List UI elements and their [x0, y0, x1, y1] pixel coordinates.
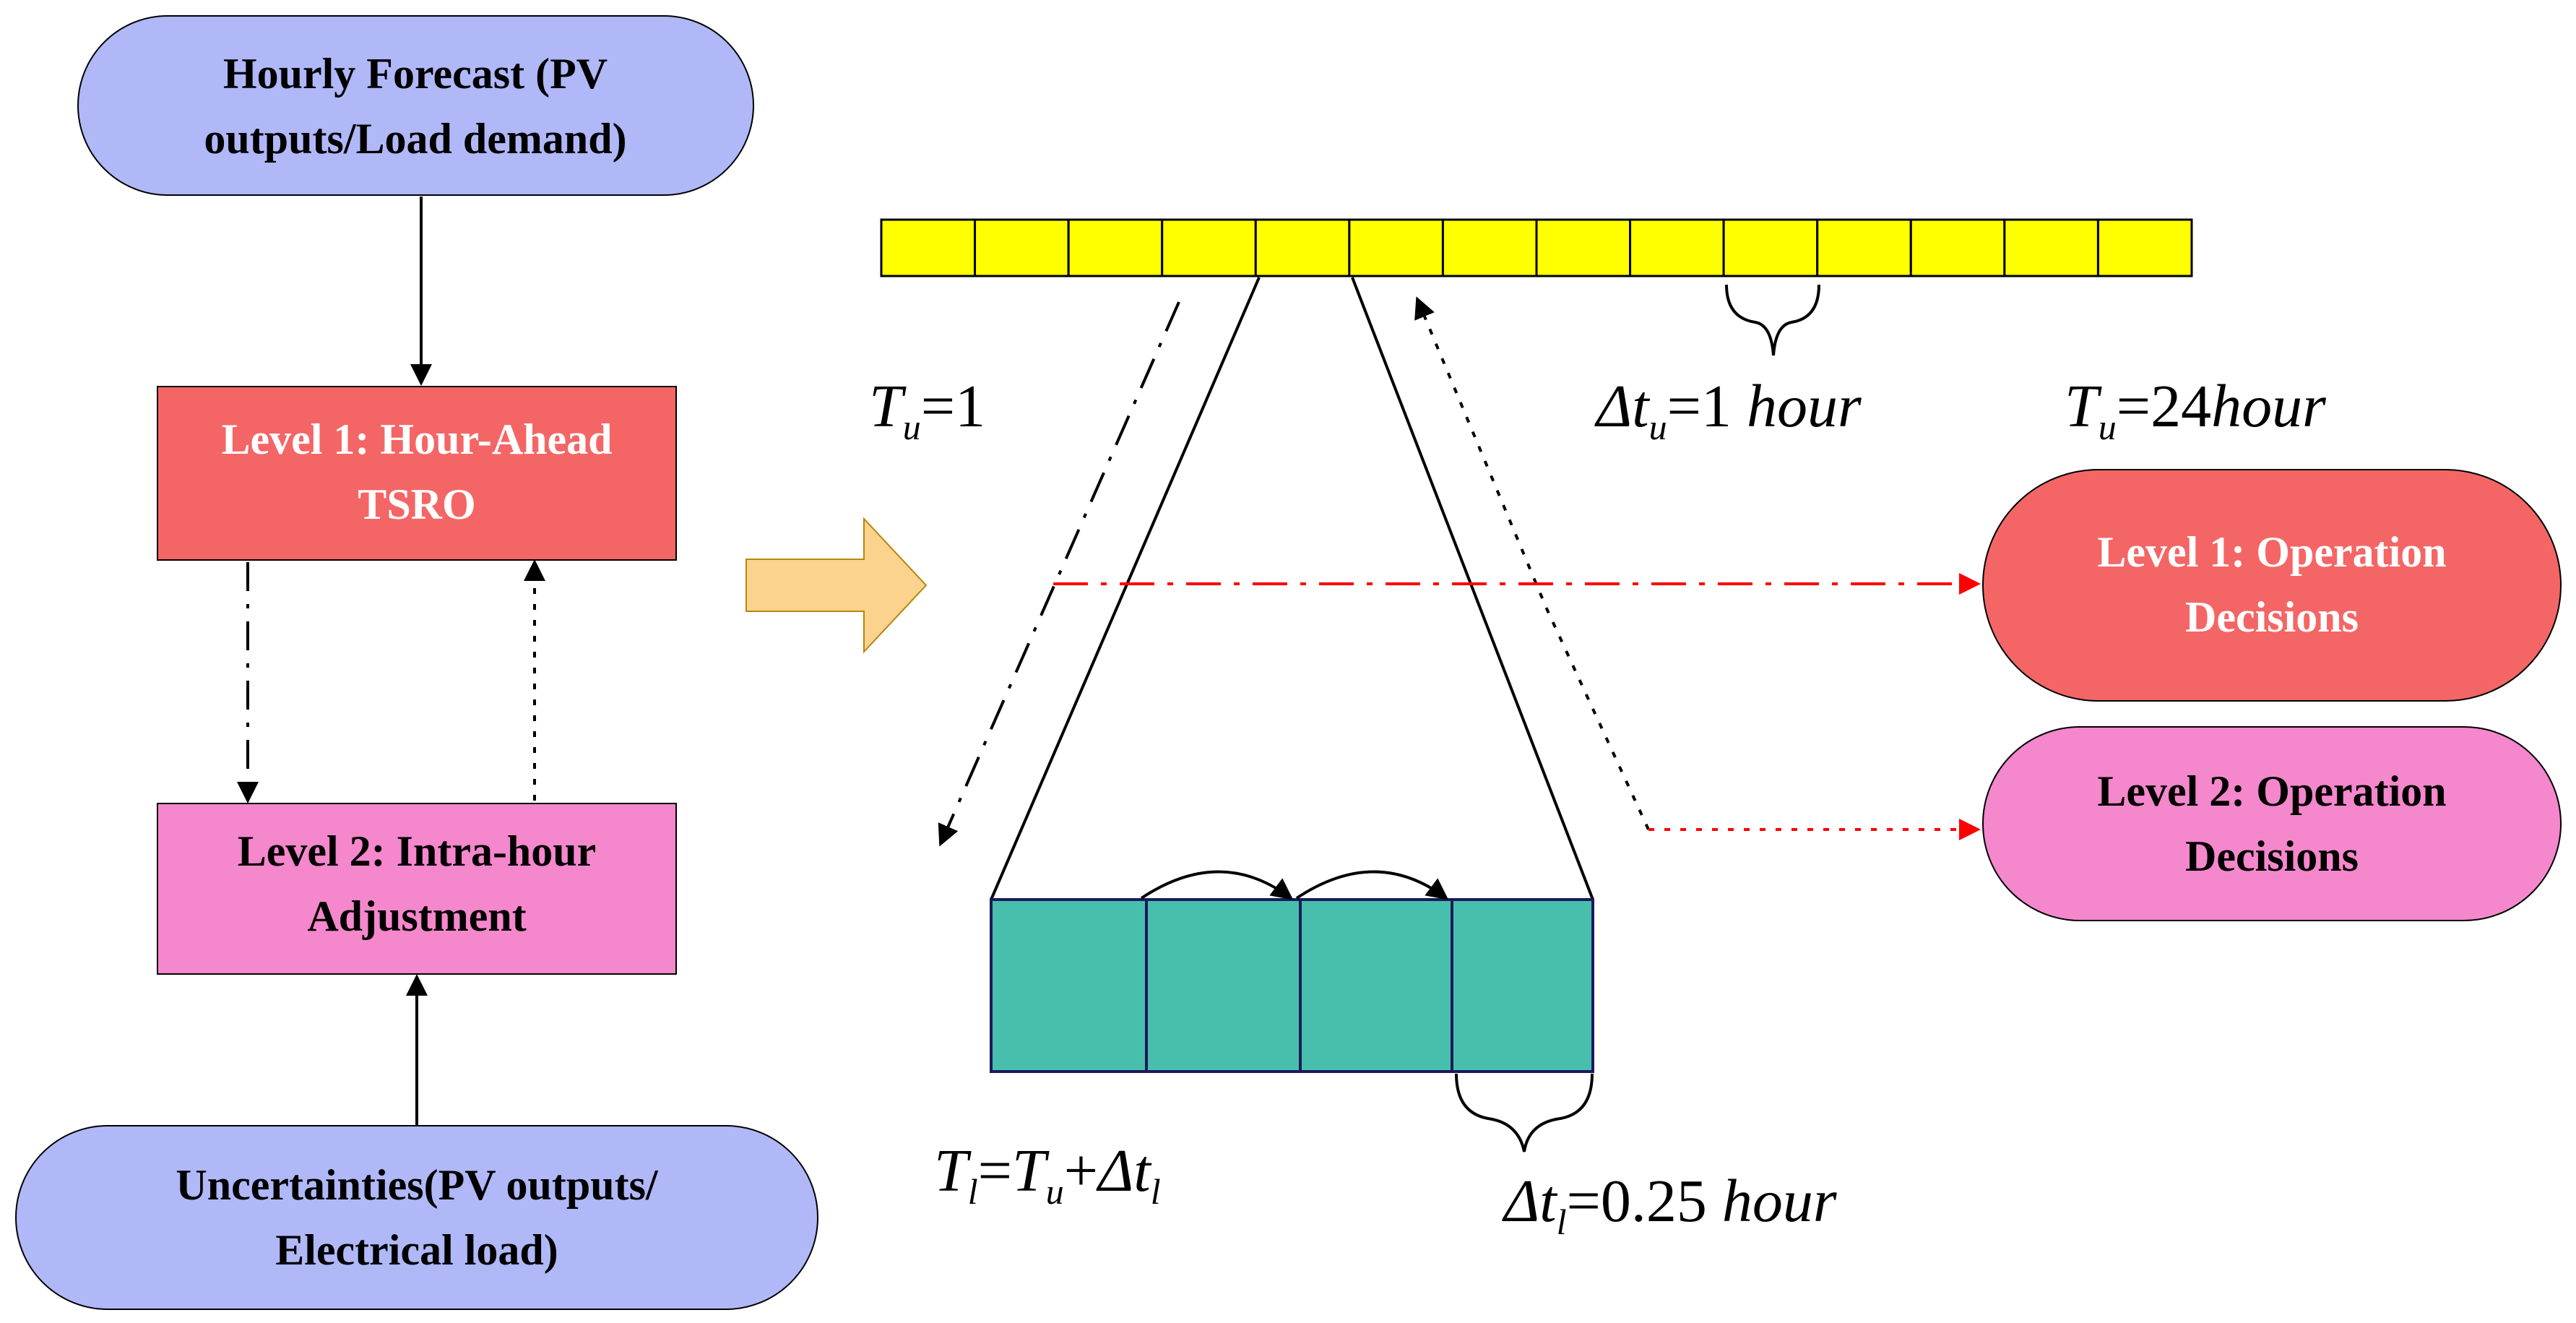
level1-tsro-box: Level 1: Hour-Ahead TSRO [157, 386, 677, 561]
block-arrow-right [745, 517, 928, 654]
quarter-hour-slot [1451, 898, 1594, 1073]
hour-slot [1909, 218, 2006, 277]
quarter-hour-slot [990, 898, 1148, 1073]
hour-slot [2096, 218, 2193, 277]
hour-slot-brace [1725, 284, 1820, 356]
hour-slot [1067, 218, 1164, 277]
label-delta-tu: Δtu=1 hour [1594, 373, 1862, 447]
forecast-line1: Hourly Forecast (PV [223, 50, 608, 98]
hour-slot [1722, 218, 1819, 277]
step-arrow-1 [1140, 870, 1294, 900]
hour-slot [1535, 218, 1632, 277]
label-delta-tl: Δtl=0.25 hour [1502, 1168, 1837, 1242]
quarter-hour-slot [1299, 898, 1453, 1073]
quarter-slot-brace [1455, 1073, 1594, 1152]
hour-slot [974, 218, 1070, 277]
label-tu-end: Tu=24hour [2065, 373, 2326, 447]
quarter-hour-slot [1145, 898, 1302, 1073]
arrow-dashdot-down [938, 301, 1180, 847]
uncertainties-line2: Electrical load) [275, 1226, 558, 1274]
level1-decisions-line2: Decisions [2185, 593, 2359, 641]
zoom-line-left [990, 277, 1261, 900]
hour-slot [1816, 218, 1912, 277]
level2-adjustment-box: Level 2: Intra-hour Adjustment [157, 803, 677, 975]
hour-slot [1254, 218, 1351, 277]
hour-slot [1161, 218, 1257, 277]
zoom-line-right [1351, 277, 1594, 900]
level1-line2: TSRO [358, 480, 475, 528]
arrow-dotted-up [1414, 296, 1650, 830]
level1-decisions-line1: Level 1: Operation [2097, 528, 2446, 576]
hour-slot [1629, 218, 1725, 277]
level2-line1: Level 2: Intra-hour [238, 827, 597, 875]
level2-decisions-line2: Decisions [2185, 832, 2359, 880]
forecast-node: Hourly Forecast (PV outputs/Load demand) [77, 15, 754, 196]
uncertainties-line1: Uncertainties(PV outputs/ [176, 1161, 659, 1209]
hour-slot [1348, 218, 1444, 277]
hourly-timeline [880, 218, 2193, 277]
level1-decisions-node: Level 1: Operation Decisions [1982, 469, 2562, 702]
forecast-line2: outputs/Load demand) [204, 115, 626, 163]
step-arrow-2 [1295, 870, 1449, 900]
hour-slot [1441, 218, 1538, 277]
uncertainties-node: Uncertainties(PV outputs/ Electrical loa… [15, 1125, 818, 1310]
level2-decisions-node: Level 2: Operation Decisions [1982, 726, 2562, 921]
label-tl: Tl=Tu+Δtl [934, 1137, 1161, 1212]
level2-decisions-line1: Level 2: Operation [2097, 767, 2446, 815]
level1-line1: Level 1: Hour-Ahead [221, 415, 612, 463]
label-tu-start: Tu=1 [869, 373, 985, 447]
level2-line2: Adjustment [307, 892, 526, 940]
intra-hour-timeline [990, 898, 1594, 1073]
hour-slot [2003, 218, 2099, 277]
hour-slot [880, 218, 977, 277]
